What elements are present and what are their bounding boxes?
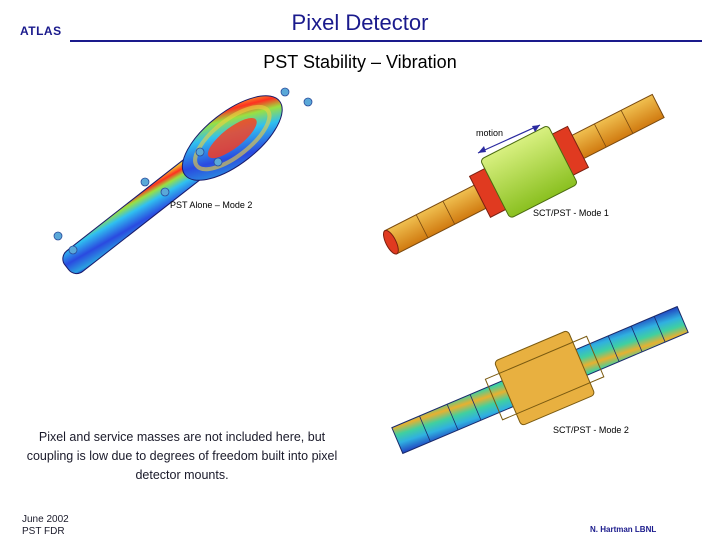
motion-label: motion xyxy=(476,128,504,138)
page-subtitle: PST Stability – Vibration xyxy=(263,52,457,72)
sct-pst-mode1-caption: SCT/PST - Mode 1 xyxy=(533,208,609,218)
title-divider xyxy=(70,40,702,42)
pst-alone-mode2-figure xyxy=(53,87,313,275)
sct-pst-mode1-figure xyxy=(383,93,665,255)
sct-pst-mode2-caption: SCT/PST - Mode 2 xyxy=(553,425,629,435)
footer-author: N. Hartman LBNL xyxy=(590,525,657,534)
footer-date-line1: June 2002 xyxy=(22,514,69,525)
footer-date: June 2002 PST FDR xyxy=(22,514,69,538)
description-text: Pixel and service masses are not include… xyxy=(26,430,338,482)
page-title: Pixel Detector xyxy=(291,10,429,35)
sct-pst-mode2-figure xyxy=(391,305,689,455)
footer-date-line2: PST FDR xyxy=(22,526,65,537)
pst-alone-caption: PST Alone – Mode 2 xyxy=(170,200,253,210)
atlas-logo-text: ATLAS xyxy=(20,24,62,38)
